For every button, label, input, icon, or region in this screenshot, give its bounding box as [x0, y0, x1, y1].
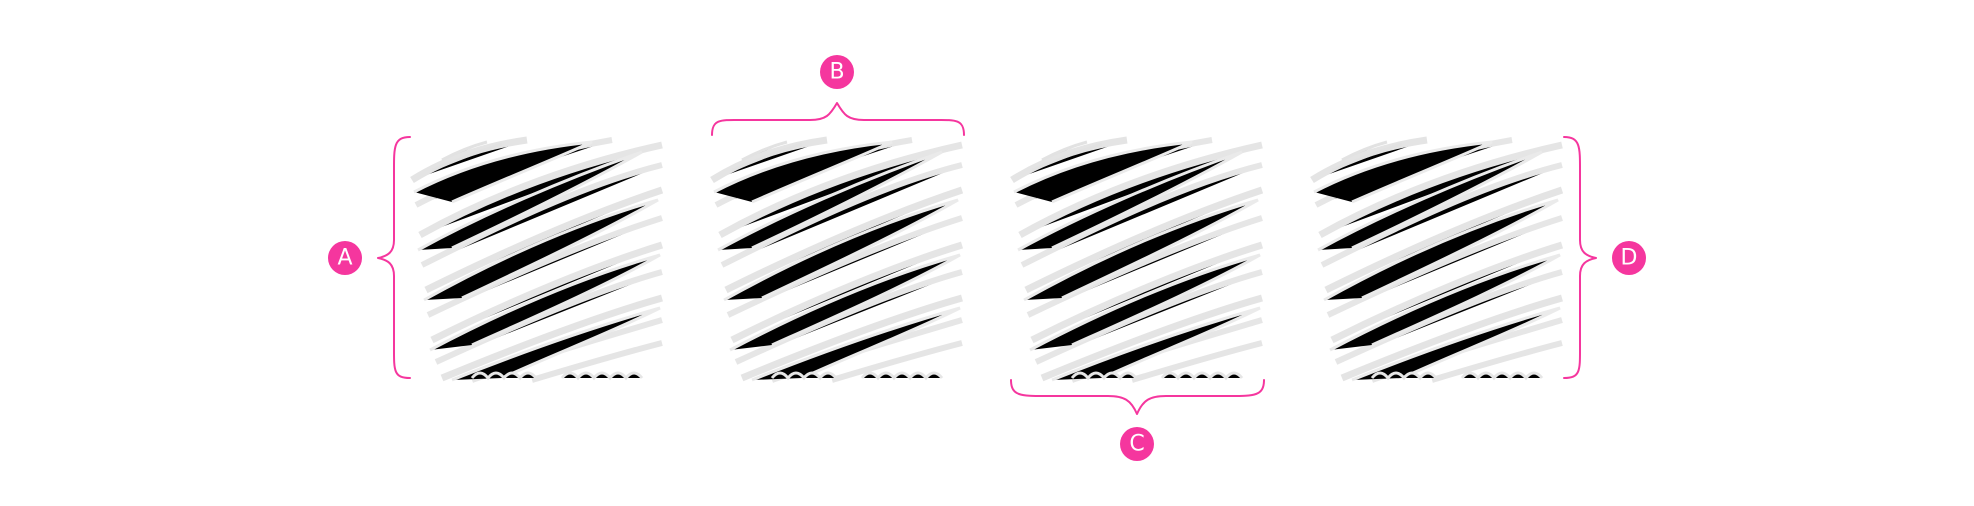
callout-d: D [1612, 241, 1646, 275]
scribble-placeholder-icon [712, 140, 962, 380]
callout-b: B [820, 55, 854, 89]
scribble-placeholder-icon [1012, 140, 1262, 380]
callout-a: A [328, 241, 362, 275]
scribble-placeholder-icon [1312, 140, 1562, 380]
brace-c [1010, 379, 1265, 415]
badge-d [1612, 241, 1646, 275]
panel-4 [1312, 140, 1562, 380]
brace-d [1563, 136, 1597, 379]
panel-1 [412, 140, 662, 380]
callout-c: C [1120, 427, 1154, 461]
panel-2 [712, 140, 962, 380]
badge-a [328, 241, 362, 275]
label-a: A [337, 246, 352, 271]
label-c: C [1129, 432, 1144, 457]
brace-b [711, 102, 965, 136]
brace-a [377, 136, 411, 379]
label-d: D [1621, 246, 1638, 271]
label-b: B [829, 60, 844, 85]
panel-3 [1012, 140, 1262, 380]
badge-b [820, 55, 854, 89]
badge-c [1120, 427, 1154, 461]
scribble-placeholder-icon [412, 140, 662, 380]
